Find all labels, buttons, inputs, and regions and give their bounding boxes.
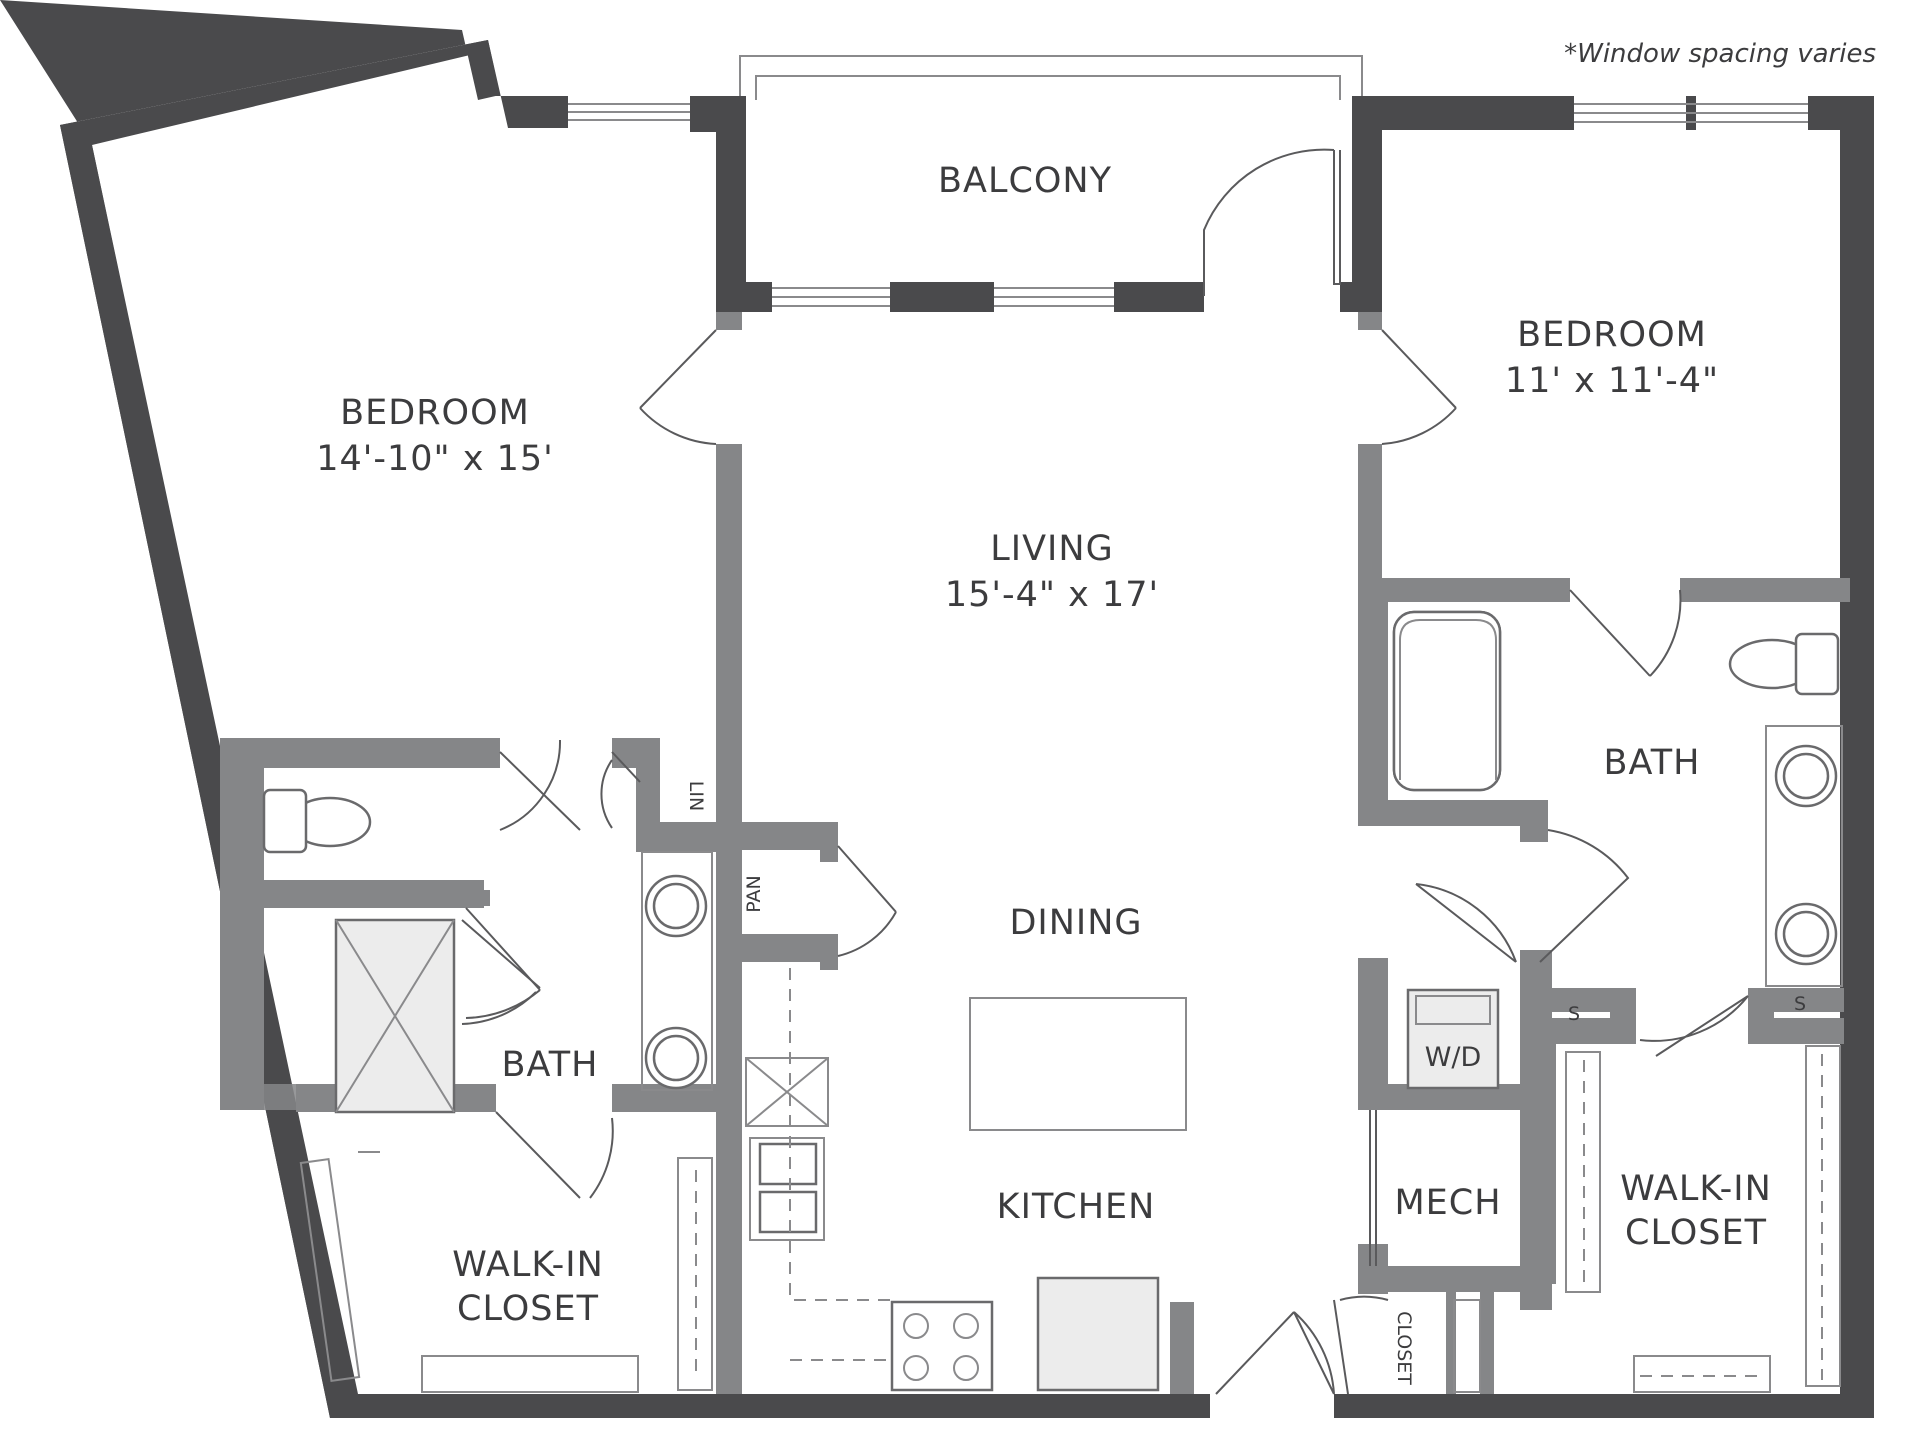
room-label-dining: DINING <box>1009 903 1142 943</box>
room-label-bedroom-left: BEDROOM <box>340 393 530 433</box>
washer-dryer <box>1406 988 1500 1090</box>
interior-walls <box>220 312 1850 1394</box>
exterior-wall-balcony-right <box>1352 96 1382 312</box>
room-label-bedroom-right: BEDROOM <box>1517 315 1707 355</box>
room-size-living: 15'-4" x 17' <box>945 575 1159 615</box>
balcony-railing <box>739 55 1363 100</box>
exterior-wall-left-angled <box>0 0 500 1418</box>
label-closet-small: CLOSET <box>1393 1311 1415 1385</box>
balcony-wall <box>716 282 1382 312</box>
label-washer-dryer: W/D <box>1425 1042 1482 1073</box>
room-label-mech: MECH <box>1394 1183 1501 1223</box>
label-shelf-left: S <box>1568 1003 1580 1025</box>
room-label-bath-right: BATH <box>1604 743 1701 783</box>
room-size-bedroom-left: 14'-10" x 15' <box>316 439 554 479</box>
kitchen-island <box>969 997 1187 1131</box>
exterior-wall-balcony-left <box>716 96 746 312</box>
room-size-bedroom-right: 11' x 11'-4" <box>1505 361 1719 401</box>
windows <box>358 103 1808 1153</box>
label-linen: LIN <box>685 781 707 811</box>
window-note: *Window spacing varies <box>1564 39 1876 69</box>
room-label-bath-left: BATH <box>502 1045 599 1085</box>
room-label-closet-right-2: CLOSET <box>1625 1213 1767 1253</box>
exterior-wall-right <box>1840 96 1874 1418</box>
room-label-living: LIVING <box>990 529 1113 569</box>
exterior-walls <box>0 0 1874 1418</box>
refrigerator <box>1036 1276 1160 1392</box>
label-shelf-right: S <box>1794 993 1806 1015</box>
doors <box>465 148 1749 1395</box>
fixtures <box>262 610 1843 1393</box>
room-label-kitchen: KITCHEN <box>997 1187 1156 1227</box>
exterior-wall-top-right-a <box>1352 96 1574 130</box>
room-label-closet-right-1: WALK-IN <box>1620 1169 1772 1209</box>
room-label-closet-left-2: CLOSET <box>457 1289 599 1329</box>
exterior-wall-bottom-right <box>1334 1394 1874 1418</box>
label-pantry: PAN <box>743 875 765 912</box>
room-label-closet-left-1: WALK-IN <box>452 1245 604 1285</box>
room-label-balcony: BALCONY <box>938 161 1112 201</box>
